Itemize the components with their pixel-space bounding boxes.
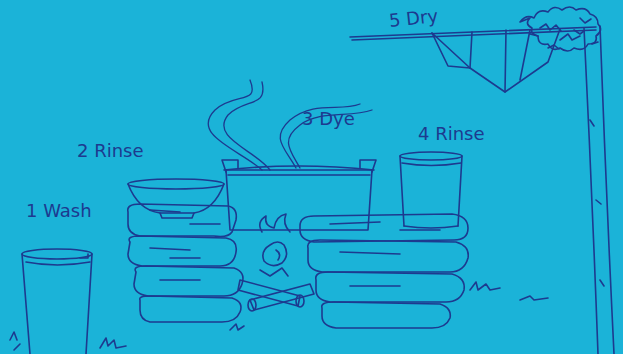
tree-pole xyxy=(584,28,598,354)
hanging-cloth xyxy=(432,29,560,92)
rinse-bucket xyxy=(400,152,462,160)
tree-pole xyxy=(600,26,614,354)
hanging-cloth xyxy=(432,33,470,68)
dye-pot xyxy=(224,166,374,170)
steam xyxy=(288,110,372,168)
dye-pot xyxy=(222,160,238,172)
stone-fireplace xyxy=(150,210,220,224)
fire xyxy=(238,280,300,306)
stone-fireplace xyxy=(128,204,469,328)
stone-fireplace xyxy=(330,222,440,230)
tree-foliage xyxy=(530,30,598,44)
wash-bucket xyxy=(22,254,92,354)
stone-fireplace xyxy=(308,240,469,272)
stone-fireplace xyxy=(340,252,400,254)
fire xyxy=(263,242,287,266)
stone-fireplace xyxy=(300,214,468,242)
grass xyxy=(10,282,548,350)
stone-fireplace xyxy=(134,266,243,296)
grass xyxy=(230,324,244,330)
wash-bucket xyxy=(22,249,92,259)
stone-fireplace xyxy=(350,285,400,287)
grass xyxy=(520,296,548,300)
fire xyxy=(238,214,314,311)
hanging-cloth xyxy=(470,30,530,92)
steam xyxy=(208,80,372,170)
fire xyxy=(276,250,280,260)
stone-fireplace xyxy=(128,236,236,266)
stone-fireplace xyxy=(316,272,465,302)
hanging-cloth xyxy=(432,29,560,92)
dye-pot xyxy=(226,170,372,230)
rinse-bowl xyxy=(160,213,194,218)
stone-fireplace xyxy=(140,296,241,322)
steam xyxy=(280,104,360,168)
dye-pot xyxy=(228,174,370,176)
stone-fireplace xyxy=(150,248,200,258)
wash-bucket xyxy=(22,249,92,354)
rinse-bowl xyxy=(128,179,224,189)
fire xyxy=(248,299,256,311)
step-label: 4 Rinse xyxy=(418,125,485,143)
stone-fireplace xyxy=(160,279,200,281)
step-label: 5 Dry xyxy=(388,7,439,30)
grass xyxy=(100,338,126,348)
tree-pole xyxy=(584,26,614,354)
rinse-bucket xyxy=(400,152,462,228)
rinse-bucket xyxy=(404,226,458,228)
steam xyxy=(224,82,270,170)
wash-bucket xyxy=(26,262,90,265)
fire xyxy=(260,214,290,232)
tree-pole xyxy=(590,120,604,286)
step-label: 2 Rinse xyxy=(77,142,144,160)
grass xyxy=(470,282,500,290)
stone-fireplace xyxy=(322,302,451,328)
dye-pot xyxy=(222,160,376,230)
dye-pot xyxy=(360,160,376,172)
step-label: 1 Wash xyxy=(26,202,92,220)
rinse-bowl xyxy=(128,184,224,213)
stone-fireplace xyxy=(128,204,237,237)
fire xyxy=(250,284,314,310)
wash-bucket xyxy=(80,254,88,258)
rinse-bucket xyxy=(402,163,461,166)
fire xyxy=(260,268,288,276)
step-label: 3 Dye xyxy=(302,110,355,128)
rinse-bucket xyxy=(400,156,462,226)
grass xyxy=(10,332,20,350)
tree-foliage xyxy=(540,18,591,49)
